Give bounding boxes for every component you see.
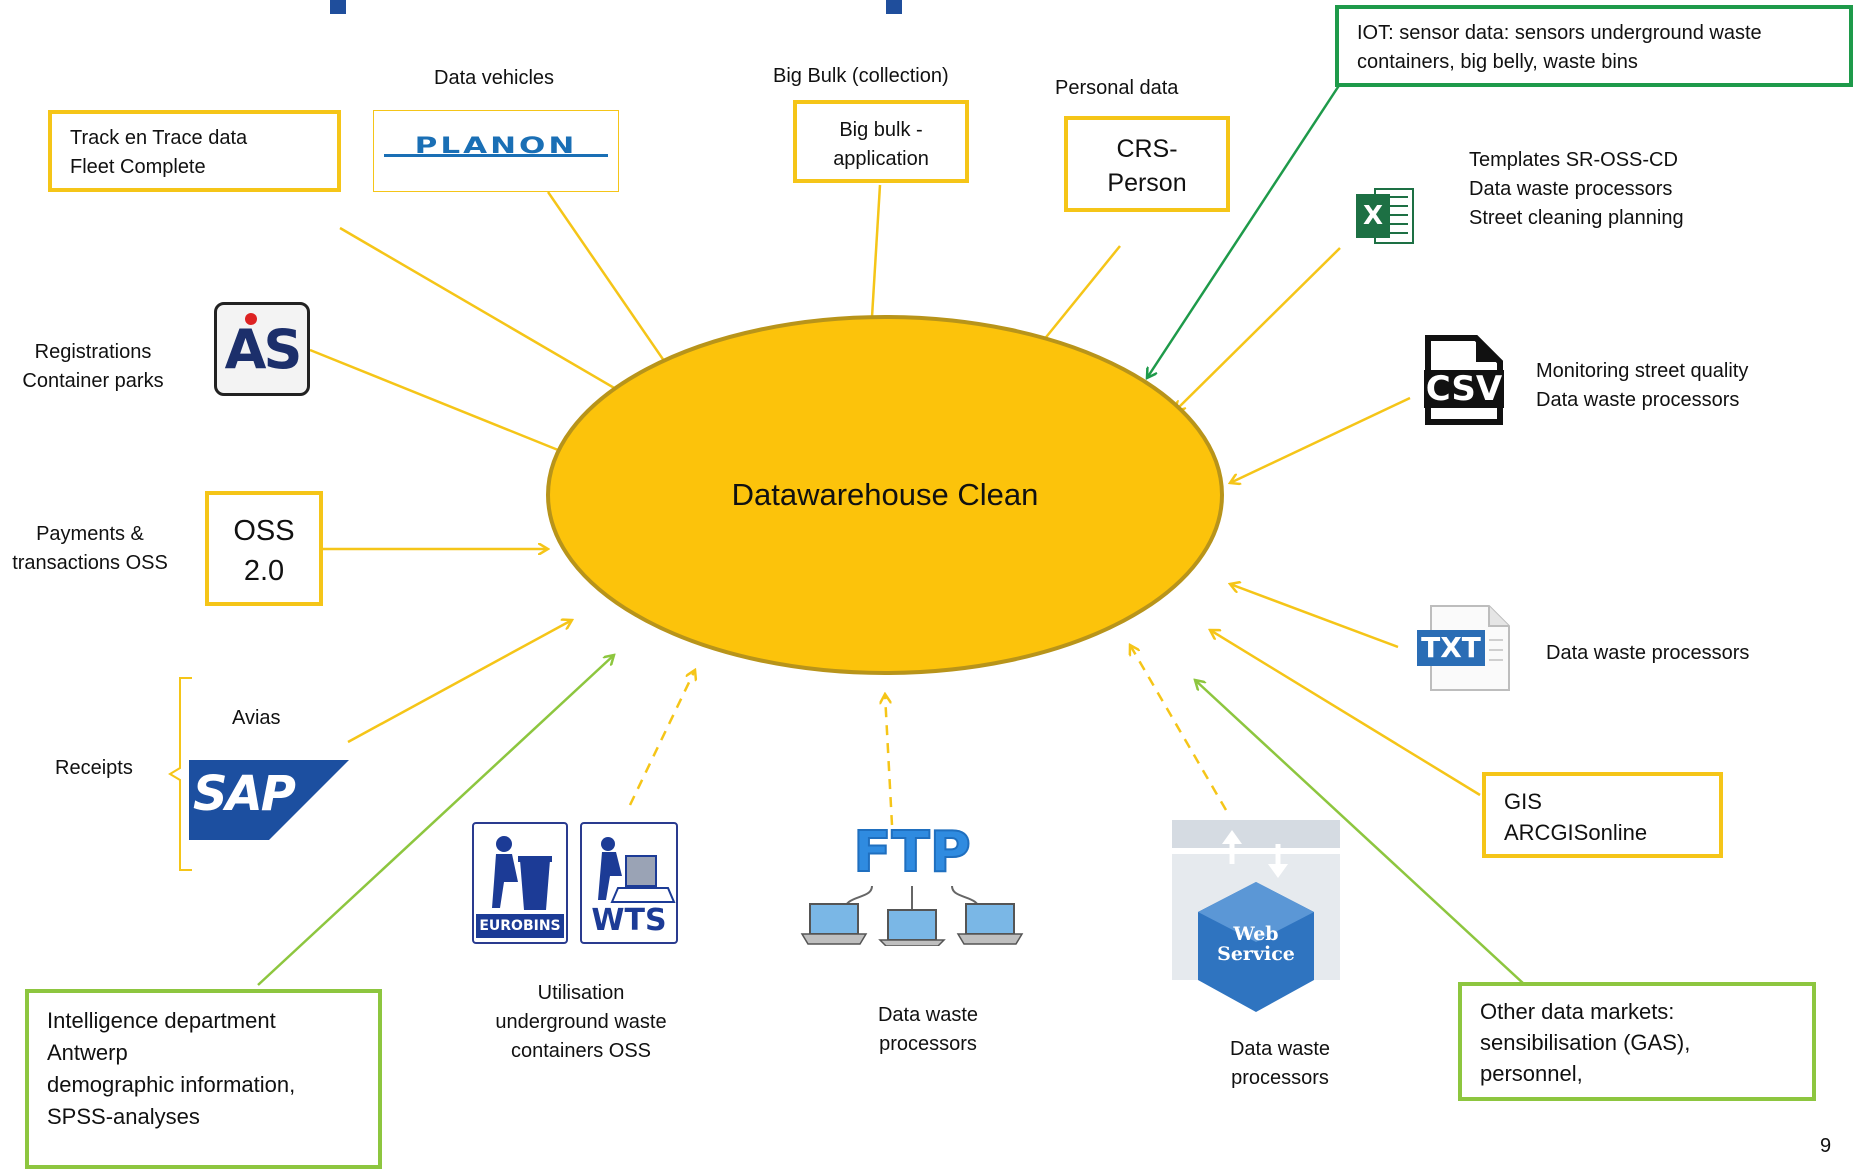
receipts-label: Receipts xyxy=(55,757,133,779)
excel-icon: X xyxy=(1356,186,1416,246)
datawarehouse-ellipse xyxy=(546,315,1224,675)
planon-logo: PLANON xyxy=(373,110,619,192)
other-line-1: Other data markets: xyxy=(1480,999,1675,1024)
iot-box: IOT: sensor data: sensors underground wa… xyxy=(1335,5,1853,87)
bigbulk-line-2: application xyxy=(833,148,929,170)
track-trace-box: Track en Trace data Fleet Complete xyxy=(48,110,341,192)
data-vehicles-caption: Data vehicles xyxy=(434,67,555,89)
webservice-caption-1: Data waste xyxy=(1229,1038,1331,1060)
arrow-other xyxy=(1195,680,1526,986)
oss-line-1: OSS xyxy=(233,515,295,547)
web-service-logo: Web Service xyxy=(1172,820,1340,1015)
crs-line-2: Person xyxy=(1107,169,1187,197)
arrow-registrations xyxy=(309,348,568,454)
wts-logo: WTS xyxy=(580,822,678,944)
bins-caption-2: underground waste xyxy=(495,1011,667,1033)
gis-box: GIS ARCGISonline xyxy=(1482,772,1723,858)
iot-line-2: containers, big belly, waste bins xyxy=(1357,51,1638,73)
csv-file-icon: CSV xyxy=(1424,334,1504,426)
txt-file-icon: TXT xyxy=(1415,604,1511,692)
arrow-iot xyxy=(1147,83,1342,378)
arrow-webservice xyxy=(1130,645,1228,811)
arrow-gis xyxy=(1210,630,1481,797)
templates-line-2: Data waste processors xyxy=(1469,178,1673,200)
gis-line-2: ARCGISonline xyxy=(1504,820,1648,845)
bigbulk-caption: Big Bulk (collection) xyxy=(773,65,949,87)
intel-line-4: SPSS-analyses xyxy=(47,1104,200,1129)
webservice-caption-2: processors xyxy=(1231,1067,1329,1089)
intelligence-box: Intelligence department Antwerp demograp… xyxy=(25,989,382,1169)
arrow-receipts xyxy=(347,620,572,744)
templates-line-3: Street cleaning planning xyxy=(1469,207,1684,229)
arrow-templates xyxy=(1175,247,1341,411)
txt-line-1: Data waste processors xyxy=(1546,642,1750,664)
payments-caption-1: Payments & xyxy=(36,523,144,545)
bigbulk-line-1: Big bulk - xyxy=(839,119,923,141)
avias-label: Avias xyxy=(232,707,281,729)
other-line-3: personnel, xyxy=(1480,1061,1583,1086)
other-data-box: Other data markets: sensibilisation (GAS… xyxy=(1458,982,1816,1101)
intel-line-2: Antwerp xyxy=(47,1040,128,1065)
crs-line-1: CRS- xyxy=(1116,135,1178,163)
title-fragment-right xyxy=(886,0,902,14)
arrow-ftp xyxy=(885,694,894,826)
iot-line-1: IOT: sensor data: sensors underground wa… xyxy=(1357,22,1762,44)
eurobins-logo: EUROBINS xyxy=(472,822,568,944)
receipts-brace xyxy=(168,677,192,871)
ftp-caption-1: Data waste xyxy=(877,1004,979,1026)
intel-line-1: Intelligence department xyxy=(47,1008,276,1033)
ias-logo: AS xyxy=(214,302,310,396)
arrow-planon xyxy=(546,191,680,384)
arrow-track xyxy=(339,226,628,396)
arrow-bins xyxy=(628,670,695,806)
crs-person-box: CRS- Person xyxy=(1064,116,1230,212)
track-line-2: Fleet Complete xyxy=(70,156,206,178)
track-line-1: Track en Trace data xyxy=(70,127,248,149)
oss-line-2: 2.0 xyxy=(243,555,285,587)
arrow-txt xyxy=(1230,584,1399,649)
csv-line-1: Monitoring street quality xyxy=(1536,360,1749,382)
personal-data-caption: Personal data xyxy=(1055,77,1179,99)
other-line-2: sensibilisation (GAS), xyxy=(1480,1030,1691,1055)
bigbulk-box: Big bulk - application xyxy=(793,100,969,183)
datawarehouse-label: Datawarehouse Clean xyxy=(731,477,1039,512)
sap-logo: SAP xyxy=(189,760,349,840)
bins-caption-3: containers OSS xyxy=(510,1040,652,1062)
bins-caption-1: Utilisation xyxy=(537,982,625,1004)
csv-line-2: Data waste processors xyxy=(1536,389,1740,411)
oss-box: OSS 2.0 xyxy=(205,491,323,606)
title-fragment-left xyxy=(330,0,346,14)
payments-caption-2: transactions OSS xyxy=(12,552,168,574)
registrations-caption-2: Container parks xyxy=(22,370,164,392)
gis-line-1: GIS xyxy=(1504,789,1542,814)
intel-line-3: demographic information, xyxy=(47,1072,296,1097)
ftp-logo: FTP xyxy=(800,821,1024,946)
arrow-csv xyxy=(1230,396,1411,483)
page-number: 9 xyxy=(1820,1135,1832,1157)
ftp-caption-2: processors xyxy=(879,1033,977,1055)
arrow-intel xyxy=(257,655,614,986)
registrations-caption-1: Registrations xyxy=(34,341,152,363)
templates-line-1: Templates SR-OSS-CD xyxy=(1469,149,1678,171)
planon-underline xyxy=(384,154,608,157)
